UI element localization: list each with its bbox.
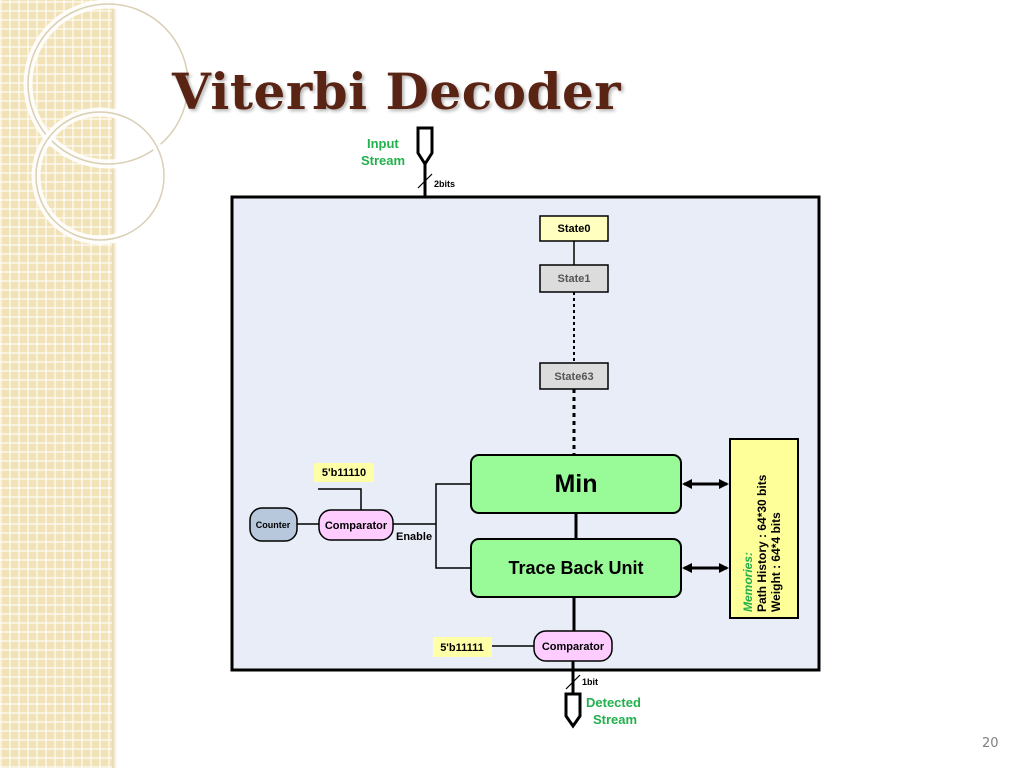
memories-box — [729, 438, 799, 619]
constant-top-label: 5'b11110 — [322, 467, 366, 479]
output-label-line1: Detected — [586, 695, 641, 710]
constant-bottom-box — [433, 637, 492, 657]
bus-slash-icon — [565, 674, 581, 690]
state1-label: State1 — [557, 273, 590, 285]
memories-path-history: Path History : 64*30 bits — [755, 474, 769, 612]
counter-label: Counter — [256, 520, 291, 530]
connector-pin-icon — [564, 692, 582, 729]
state63-label: State63 — [554, 371, 593, 383]
comparator-top-block — [318, 509, 394, 541]
input-width-label: 2bits — [434, 179, 455, 189]
output-label-line2: Stream — [593, 712, 637, 727]
constant-bottom-label: 5'b11111 — [440, 642, 484, 654]
input-connector — [416, 126, 434, 197]
input-label-line1: Input — [367, 136, 399, 151]
memories-weight: Weight : 64*4 bits — [769, 512, 783, 612]
input-label-line2: Stream — [361, 153, 405, 168]
enable-label: Enable — [396, 531, 432, 543]
memories-text: Memories: Path History : 64*30 bits Weig… — [741, 474, 783, 612]
page-number: 20 — [982, 736, 999, 751]
output-width-label: 1bit — [582, 677, 598, 687]
side-decoration-edge — [112, 0, 117, 768]
state63-box — [539, 362, 609, 390]
comparator-bottom-label: Comparator — [542, 641, 605, 653]
output-connector — [564, 661, 582, 729]
connector-pin-icon — [416, 126, 434, 167]
bus-slash-icon — [417, 173, 433, 189]
traceback-label: Trace Back Unit — [508, 558, 643, 578]
slide-title: Viterbi Decoder — [172, 62, 622, 121]
constant-top-box — [314, 463, 374, 482]
state0-label: State0 — [557, 223, 590, 235]
min-label: Min — [554, 470, 597, 498]
state0-box — [539, 215, 609, 242]
decorative-circles — [23, 0, 193, 245]
memories-title: Memories: — [741, 552, 755, 612]
state1-box — [539, 264, 609, 293]
comparator-top-label: Comparator — [325, 520, 388, 532]
